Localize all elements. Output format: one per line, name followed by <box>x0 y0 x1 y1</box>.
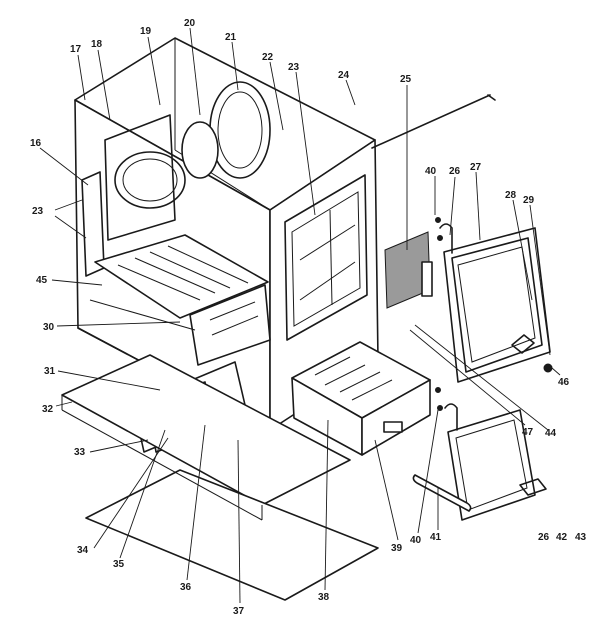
callout-40-bottom: 40 <box>410 535 422 546</box>
callout-27: 27 <box>470 162 482 173</box>
callout-24: 24 <box>338 70 350 81</box>
callout-28: 28 <box>505 190 517 201</box>
callout-labels: 16 17 18 19 20 21 22 23 23 24 25 26 27 2… <box>30 18 587 617</box>
callout-47: 47 <box>522 427 534 438</box>
poker-tool <box>412 474 472 512</box>
callout-20: 20 <box>184 18 196 29</box>
callout-43: 43 <box>575 532 587 543</box>
upper-door-frame <box>443 227 551 383</box>
door-hinge-top <box>439 223 453 254</box>
callout-46: 46 <box>558 377 570 388</box>
rear-flue-ring <box>209 81 271 179</box>
base-plate-upper <box>61 354 351 506</box>
callout-26-top: 26 <box>449 166 461 177</box>
base-plates <box>61 354 379 601</box>
ash-channel <box>189 284 271 366</box>
ash-drawer-front <box>361 379 431 456</box>
callout-44: 44 <box>545 428 557 439</box>
lower-door <box>435 387 547 521</box>
callout-33: 33 <box>74 447 86 458</box>
callout-26-bottom: 26 <box>538 532 550 543</box>
callout-19: 19 <box>140 26 152 37</box>
leader-lines <box>39 27 561 604</box>
flue-collar <box>114 151 186 209</box>
callout-23-top: 23 <box>288 62 300 73</box>
damper-rod <box>371 94 496 149</box>
callout-16: 16 <box>30 138 42 149</box>
callout-30: 30 <box>43 322 55 333</box>
callout-37: 37 <box>233 606 245 617</box>
back-plate <box>104 114 176 241</box>
callout-42: 42 <box>556 532 568 543</box>
grate-base <box>94 234 269 319</box>
callout-18: 18 <box>91 39 103 50</box>
front-window-frame <box>284 174 368 341</box>
knob <box>543 363 553 373</box>
ash-drawer <box>291 341 431 456</box>
callout-17: 17 <box>70 44 82 55</box>
callout-22: 22 <box>262 52 274 63</box>
callout-35: 35 <box>113 559 125 570</box>
callout-41: 41 <box>430 532 442 543</box>
callout-38: 38 <box>318 592 330 603</box>
lower-door-frame <box>447 409 536 521</box>
hearth-plate <box>85 469 379 601</box>
callout-25: 25 <box>400 74 412 85</box>
callout-45: 45 <box>36 275 48 286</box>
inner-ring <box>181 121 219 179</box>
callout-40-top: 40 <box>425 166 437 177</box>
upper-door <box>439 223 553 383</box>
callout-21: 21 <box>225 32 237 43</box>
callout-36: 36 <box>180 582 192 593</box>
latch-upper <box>421 217 443 297</box>
callout-29: 29 <box>523 195 535 206</box>
callout-34: 34 <box>77 545 89 556</box>
callout-23-left: 23 <box>32 206 44 217</box>
callout-32: 32 <box>42 404 54 415</box>
door-handle <box>511 334 535 354</box>
callout-39: 39 <box>391 543 403 554</box>
callout-31: 31 <box>44 366 56 377</box>
